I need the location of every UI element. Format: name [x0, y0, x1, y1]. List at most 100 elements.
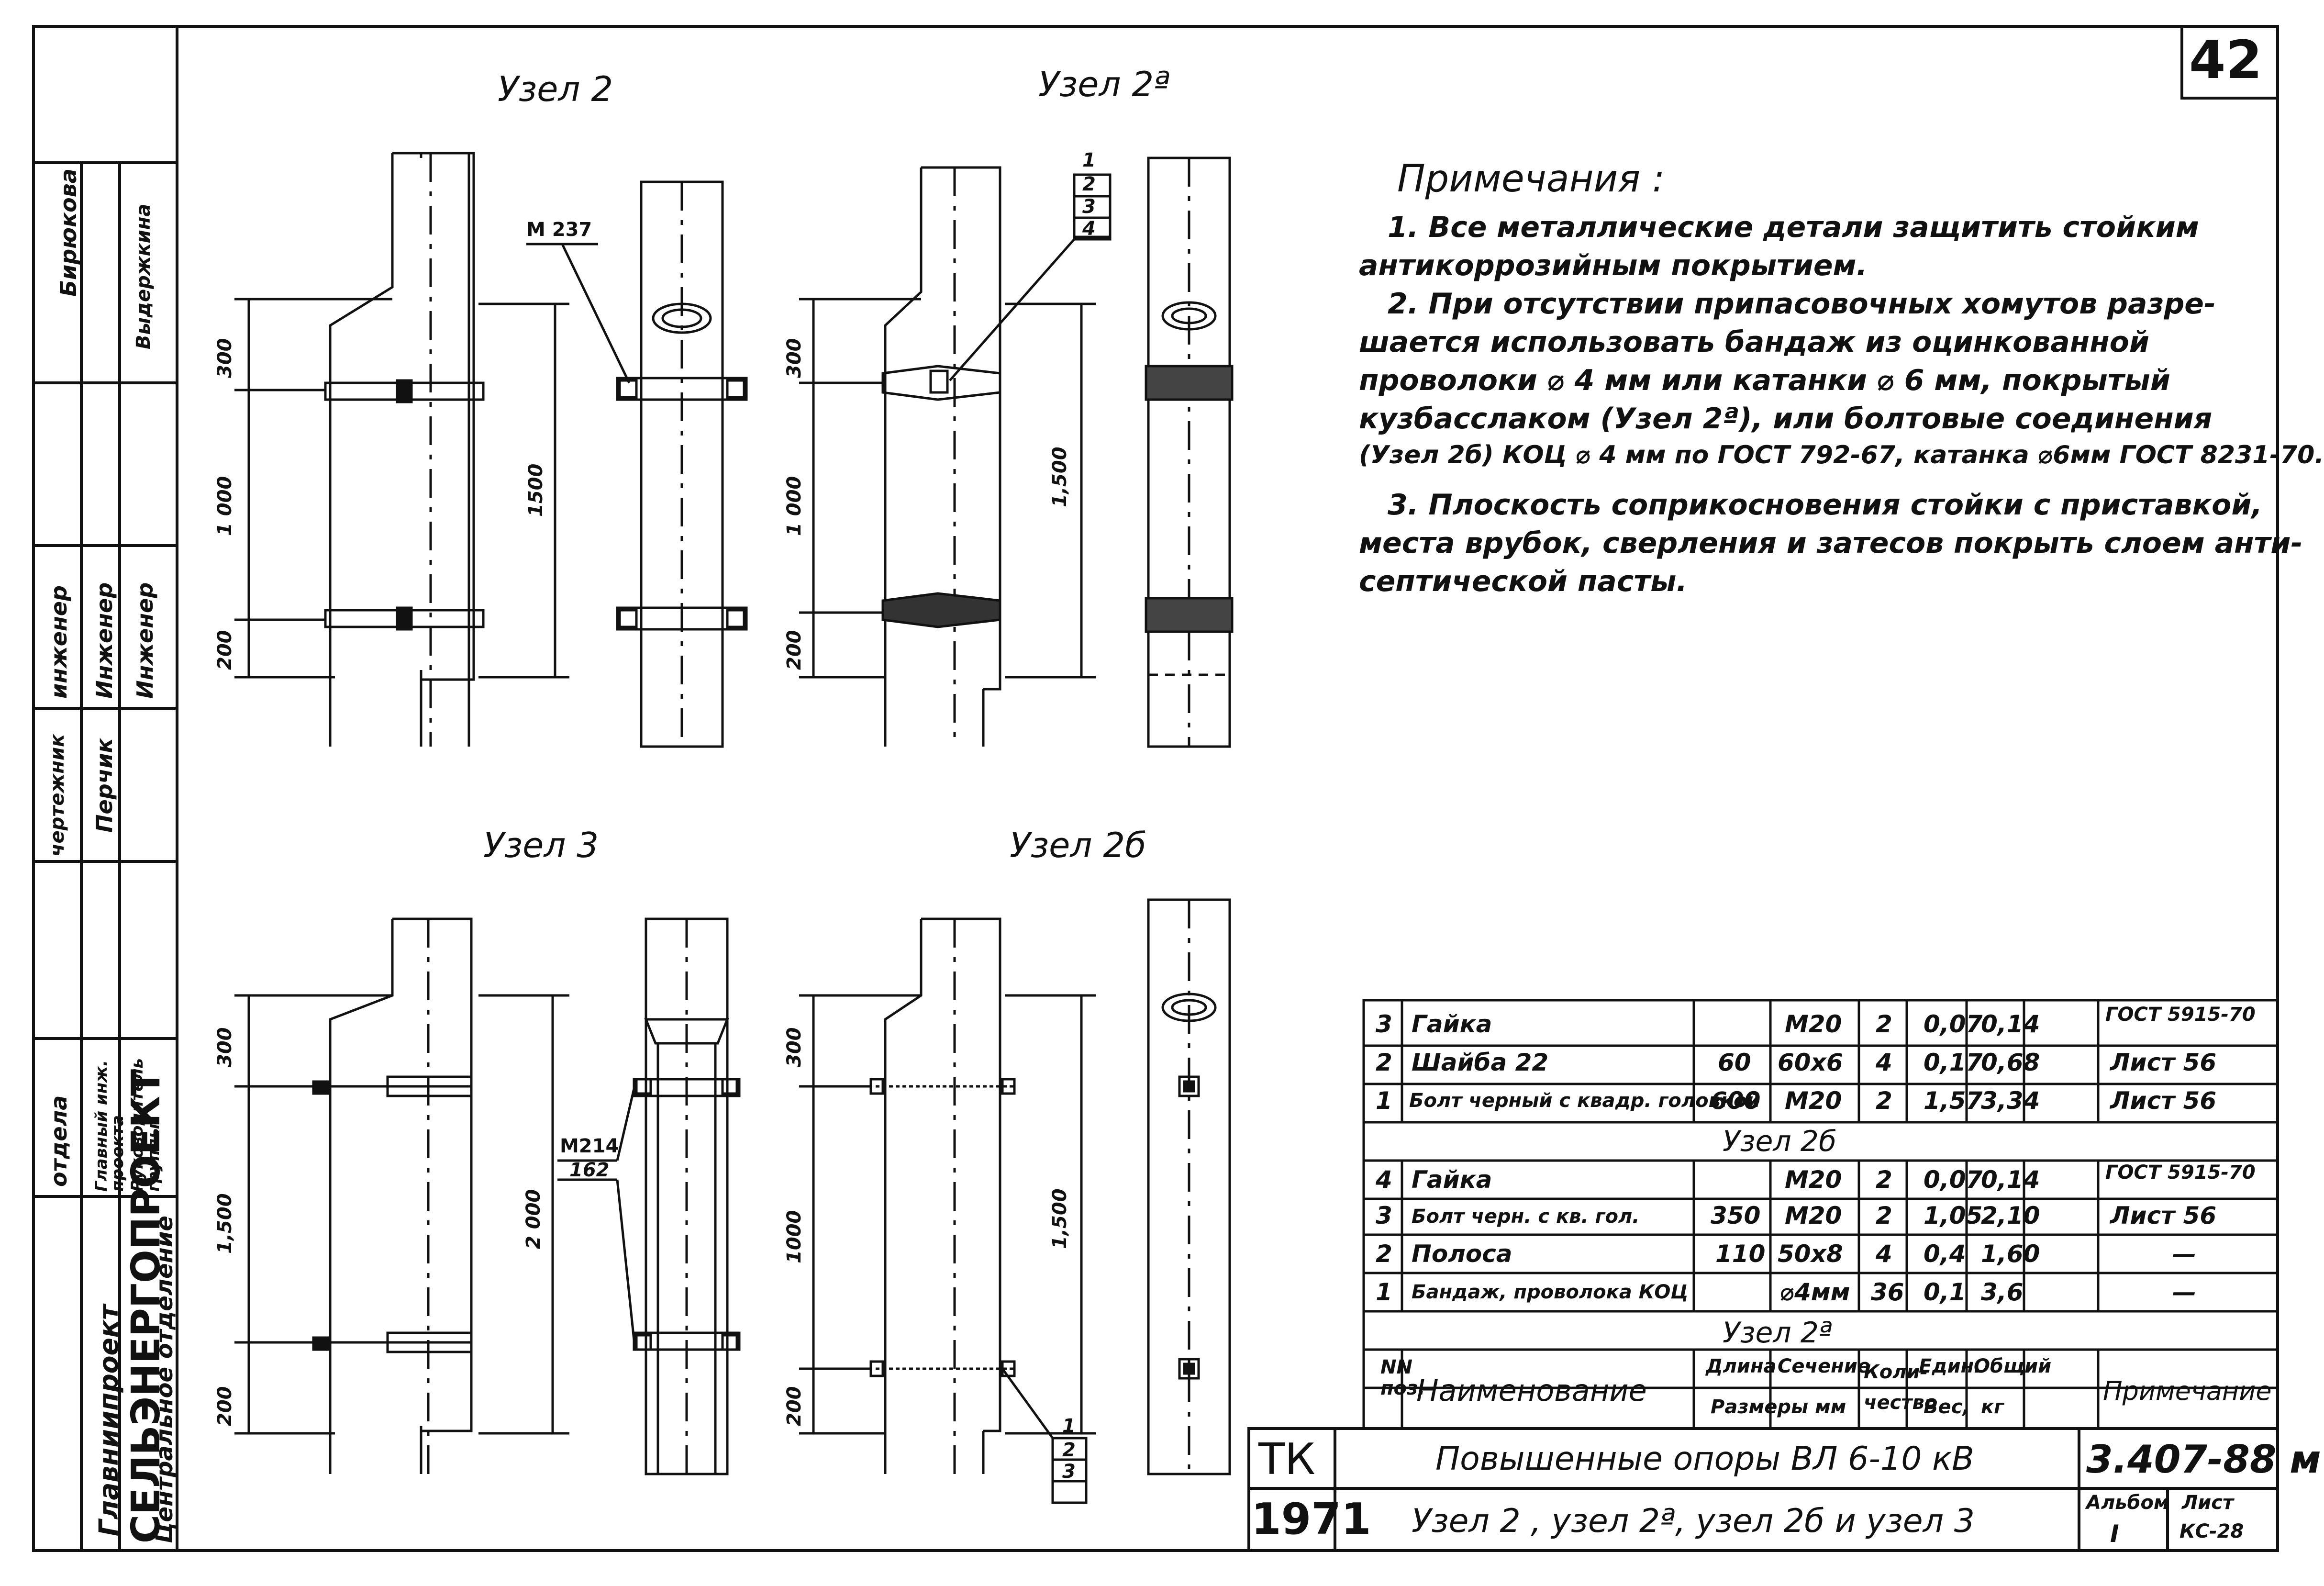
note-line: 1. Все металлические детали защитить сто… — [1388, 211, 2199, 244]
label-m214: М214 — [560, 1135, 619, 1157]
table-group-title-2a: Узел 2ª — [1723, 1316, 1833, 1350]
table-header-weight: Вес, — [1924, 1396, 1970, 1418]
stamp-role: чертежник — [46, 734, 68, 857]
table-cell: Гайка — [1412, 1166, 1492, 1194]
stamp-signature: Выдержкина — [133, 203, 155, 349]
table-cell: 1,05 — [1924, 1202, 1983, 1229]
table-cell: 0,17 — [1924, 1049, 1983, 1076]
dim-uzel2a-1500: 1,500 — [1049, 447, 1071, 507]
stamp-signature: Перчик — [91, 738, 117, 833]
label-162: 162 — [569, 1159, 610, 1181]
table-cell: 4 — [1876, 1240, 1892, 1268]
dim-uzel2-200: 200 — [214, 630, 236, 670]
table-cell: 600 — [1711, 1087, 1761, 1115]
table-cell: Бандаж, проволока КОЦ — [1412, 1281, 1689, 1303]
dim-uzel2b-200: 200 — [783, 1386, 805, 1427]
dim-uzel3-2000: 2 000 — [523, 1189, 545, 1249]
dim-uzel2-1500: 1500 — [525, 463, 547, 517]
table-cell: Полоса — [1412, 1240, 1512, 1268]
title-sheet: КС-28 — [2179, 1520, 2244, 1542]
table-header-sizes: Размеры мм — [1711, 1396, 1846, 1418]
table-cell: 110 — [1715, 1240, 1766, 1268]
stamp-role: Руководитель группы — [128, 1058, 163, 1192]
stamp-role: отдела — [46, 1095, 72, 1187]
table-cell: Гайка — [1412, 1010, 1492, 1038]
stamp-role: Инженер — [132, 582, 158, 699]
title-subtitle: Узел 2 , узел 2ª, узел 2б и узел 3 — [1412, 1502, 1975, 1540]
title-main: Повышенные опоры ВЛ 6-10 кВ — [1435, 1440, 1974, 1478]
callout-4: 4 — [1082, 218, 1096, 240]
stamp-org-line1: Главниипроект — [93, 1305, 124, 1536]
table-header-total: Общий — [1974, 1355, 2052, 1377]
dim-uzel2a-1000: 1 000 — [783, 476, 805, 536]
dim-uzel2b-1000: 1000 — [783, 1210, 805, 1263]
stamp-signature: Бирюкова — [56, 168, 81, 297]
table-cell: 350 — [1711, 1202, 1761, 1229]
table-cell: 0,68 — [1981, 1049, 2040, 1076]
callout-b2: 2 — [1062, 1439, 1076, 1461]
callout-1: 1 — [1082, 149, 1096, 171]
table-cell: М20 — [1785, 1166, 1842, 1194]
table-cell: 60х6 — [1778, 1049, 1843, 1076]
sheet-number-box — [2180, 25, 2279, 100]
notes-heading: Примечания : — [1397, 157, 1665, 201]
table-cell: 0,1 — [1924, 1278, 1966, 1306]
table-header-unit: Един. — [1919, 1355, 1981, 1377]
note-line: (Узел 2б) КОЦ ⌀ 4 мм по ГОСТ 792-67, кат… — [1359, 441, 2324, 469]
table-cell: 2 — [1876, 1166, 1892, 1194]
title-sheet-label: Лист — [2182, 1492, 2234, 1514]
note-line: 3. Плоскость соприкосновения стойки с пр… — [1388, 488, 2263, 522]
dim-uzel3-1500: 1,500 — [214, 1193, 236, 1254]
dim-uzel3-300: 300 — [214, 1027, 236, 1068]
table-header-num: NN поз. — [1380, 1356, 1425, 1399]
table-cell: 2 — [1876, 1202, 1892, 1229]
table-cell: 1,60 — [1981, 1240, 2040, 1268]
callout-3: 3 — [1082, 196, 1096, 218]
view-title-uzel2b: Узел 2б — [1010, 825, 1146, 865]
table-cell: 0,07 — [1924, 1010, 1983, 1038]
note-line: места врубок, сверления и затесов покрыт… — [1359, 526, 2303, 560]
table-header-kg: кг — [1981, 1396, 2004, 1418]
table-cell: 2 — [1376, 1049, 1392, 1076]
table-cell: ГОСТ 5915-70 — [2105, 1004, 2256, 1026]
table-cell: 0,4 — [1924, 1240, 1966, 1268]
title-album-label: Альбом — [2086, 1492, 2169, 1514]
table-cell: 1,57 — [1924, 1087, 1983, 1115]
table-cell: 2 — [1876, 1010, 1892, 1038]
table-cell: 0,14 — [1981, 1166, 2040, 1194]
table-cell: 1 — [1376, 1087, 1392, 1115]
dim-uzel2-1000: 1 000 — [214, 476, 236, 536]
callout-b3: 3 — [1062, 1461, 1076, 1483]
table-cell: ⌀4мм — [1780, 1278, 1850, 1306]
view-title-uzel3: Узел 3 — [483, 825, 599, 865]
dim-uzel2-300: 300 — [214, 338, 236, 379]
note-line: проволоки ⌀ 4 мм или катанки ⌀ 6 мм, пок… — [1359, 364, 2170, 397]
view-title-uzel2: Узел 2 — [498, 69, 613, 109]
title-block-grid — [1247, 1427, 2279, 1552]
table-cell: 3 — [1376, 1010, 1392, 1038]
table-cell: 50х8 — [1778, 1240, 1843, 1268]
table-cell: ГОСТ 5915-70 — [2105, 1162, 2256, 1184]
table-cell: — — [2172, 1240, 2196, 1268]
table-cell: 3,34 — [1981, 1087, 2040, 1115]
note-line: антикоррозийным покрытием. — [1359, 249, 1868, 282]
table-cell: 0,07 — [1924, 1166, 1983, 1194]
dim-uzel2a-200: 200 — [783, 630, 805, 670]
table-cell: 3,6 — [1981, 1278, 2024, 1306]
table-cell: Шайба 22 — [1412, 1049, 1549, 1076]
table-header-section: Сечение — [1778, 1355, 1870, 1377]
table-cell: 4 — [1876, 1049, 1892, 1076]
table-cell: 2 — [1876, 1087, 1892, 1115]
note-line: кузбасслаком (Узел 2ª), или болтовые сое… — [1359, 402, 2213, 436]
outer-frame — [32, 25, 2279, 1552]
table-header-name: Наименование — [1416, 1373, 1647, 1408]
uzel2-drawing — [234, 152, 748, 748]
table-cell: 1 — [1376, 1278, 1392, 1306]
table-cell: — — [2172, 1278, 2196, 1306]
table-header-remark: Примечание — [2103, 1376, 2272, 1406]
table-cell: 60 — [1718, 1049, 1751, 1076]
table-cell: Лист 56 — [2110, 1087, 2217, 1115]
uzel2b-drawing — [799, 898, 1231, 1504]
